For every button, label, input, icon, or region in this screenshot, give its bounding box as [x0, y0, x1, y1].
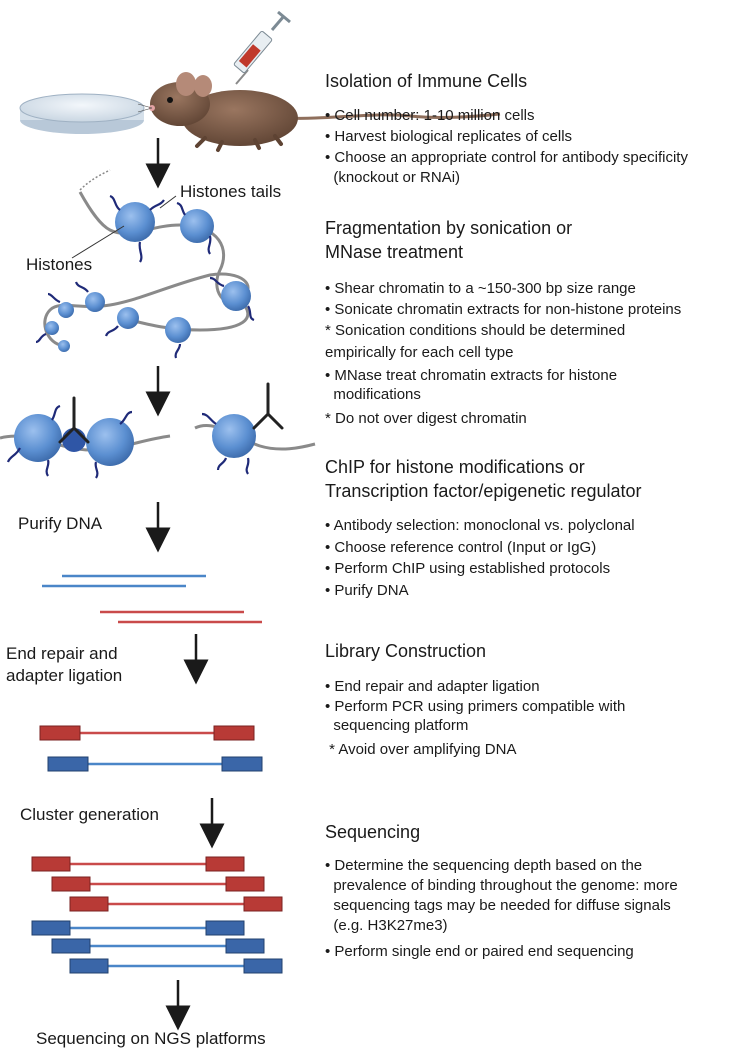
histones-label: Histones: [26, 255, 93, 274]
isolation-item: (knockout or RNAi): [325, 169, 461, 186]
histones-pointer: [71, 225, 125, 259]
end-repair-label-1: End repair and: [6, 644, 118, 663]
isolation-item: • Choose an appropriate control for anti…: [325, 149, 688, 166]
cluster-fragments: [31, 856, 283, 974]
purify-dna-label: Purify DNA: [18, 514, 103, 533]
tails-pointer: [159, 195, 177, 209]
petri-dish-icon: [19, 93, 145, 134]
chip-item: • Purify DNA: [325, 582, 409, 599]
library-item: sequencing platform: [325, 717, 469, 734]
chip-item: • Choose reference control (Input or IgG…: [325, 539, 597, 556]
fragmentation-item: • Sonicate chromatin extracts for non-hi…: [325, 301, 682, 318]
fragmentation-item: * Sonication conditions should be determ…: [325, 322, 626, 339]
fragmentation-item: modifications: [325, 386, 421, 403]
fragmentation-title-1: Fragmentation by sonication or: [325, 218, 573, 238]
sequencing-ngs-label: Sequencing on NGS platforms: [36, 1029, 266, 1048]
nucleosomes-large: [45, 202, 251, 352]
isolation-item: • Cell number: 1-10 million cells: [325, 107, 535, 124]
sequencing-item: (e.g. H3K27me3): [325, 917, 448, 934]
library-fragments: [39, 725, 263, 772]
cluster-generation-label: Cluster generation: [20, 805, 159, 824]
syringe-icon: [233, 10, 291, 85]
histones-tails-label: Histones tails: [180, 182, 282, 201]
chip-item: • Antibody selection: monoclonal vs. pol…: [325, 517, 635, 534]
library-title: Library Construction: [325, 641, 487, 661]
histone-tails: [35, 194, 255, 359]
end-repair-label-2: adapter ligation: [6, 666, 123, 685]
sequencing-item: prevalence of binding throughout the gen…: [325, 877, 678, 894]
fragmentation-item: * Do not over digest chromatin: [325, 410, 527, 427]
sequencing-item: sequencing tags may be needed for diffus…: [325, 897, 671, 914]
library-item: • End repair and adapter ligation: [325, 678, 540, 695]
purified-dna: [42, 574, 262, 624]
chip-nucleosomes: [0, 382, 316, 479]
chip-title-1: ChIP for histone modifications or: [325, 457, 585, 477]
mouse-icon: [137, 72, 501, 152]
chip-item: • Perform ChIP using established protoco…: [325, 560, 611, 577]
fragmentation-item: • MNase treat chromatin extracts for his…: [325, 367, 618, 384]
sequencing-title: Sequencing: [325, 822, 421, 842]
fragmentation-item: • Shear chromatin to a ~150-300 bp size …: [325, 280, 636, 297]
sequencing-item: • Determine the sequencing depth based o…: [325, 857, 643, 874]
isolation-item: • Harvest biological replicates of cells: [325, 128, 573, 145]
isolation-title: Isolation of Immune Cells: [325, 71, 528, 91]
fragmentation-item: empirically for each cell type: [325, 344, 514, 361]
library-item: • Perform PCR using primers compatible w…: [325, 698, 626, 715]
library-item: * Avoid over amplifying DNA: [325, 741, 517, 758]
chip-title-2: Transcription factor/epigenetic regulato…: [325, 481, 642, 501]
sequencing-item: • Perform single end or paired end seque…: [325, 943, 634, 960]
fragmentation-title-2: MNase treatment: [325, 242, 464, 262]
